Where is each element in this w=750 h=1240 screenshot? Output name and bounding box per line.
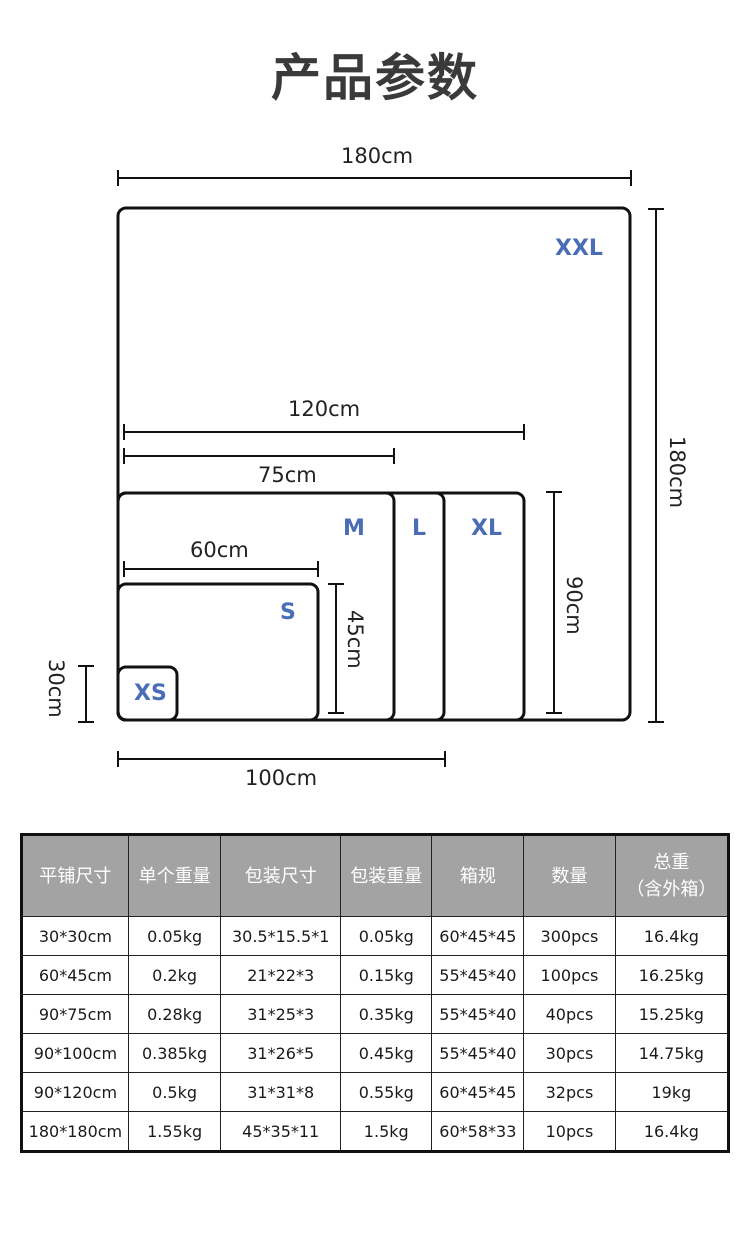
- cell-unit-weight: 0.385kg: [127, 1033, 222, 1073]
- size-label-l: L: [412, 516, 427, 541]
- width-180-label: 180cm: [341, 144, 414, 168]
- size-outline-graphic: [78, 170, 664, 767]
- cell-carton-size: 60*45*45: [431, 916, 525, 956]
- size-label-xl: XL: [471, 516, 502, 541]
- header-gross-weight-line1: 总重: [653, 852, 690, 873]
- cell-gross-weight: 14.75kg: [614, 1033, 730, 1073]
- header-gross-weight-line2: （含外箱）: [626, 879, 717, 900]
- cell-package-weight: 0.35kg: [340, 994, 433, 1034]
- width-100-label: 100cm: [245, 766, 318, 790]
- cell-package-size: 21*22*3: [220, 955, 342, 995]
- height-180-label: 180cm: [665, 436, 689, 509]
- width-120-label: 120cm: [288, 397, 361, 421]
- cell-unit-weight: 0.28kg: [127, 994, 222, 1034]
- header-flat-size: 平铺尺寸: [21, 834, 129, 917]
- size-label-s: S: [280, 600, 296, 625]
- cell-unit-weight: 0.2kg: [127, 955, 222, 995]
- cell-flat-size: 90*100cm: [21, 1033, 129, 1073]
- cell-flat-size: 90*120cm: [21, 1072, 129, 1112]
- cell-flat-size: 90*75cm: [21, 994, 129, 1034]
- cell-carton-size: 60*45*45: [431, 1072, 525, 1112]
- table-row: 90*120cm 0.5kg 31*31*8 0.55kg 60*45*45 3…: [21, 1072, 730, 1112]
- cell-carton-size: 55*45*40: [431, 994, 525, 1034]
- width-60-label: 60cm: [190, 538, 249, 562]
- table-row: 60*45cm 0.2kg 21*22*3 0.15kg 55*45*40 10…: [21, 955, 730, 995]
- cell-package-size: 31*25*3: [220, 994, 342, 1034]
- cell-package-size: 45*35*11: [220, 1111, 342, 1152]
- s-outline: [116, 582, 320, 722]
- cell-carton-size: 55*45*40: [431, 955, 525, 995]
- cell-carton-size: 60*58*33: [431, 1111, 525, 1152]
- table-row: 180*180cm 1.55kg 45*35*11 1.5kg 60*58*33…: [21, 1111, 730, 1152]
- table-row: 90*75cm 0.28kg 31*25*3 0.35kg 55*45*40 4…: [21, 994, 730, 1034]
- cell-quantity: 32pcs: [523, 1072, 616, 1112]
- cell-package-weight: 0.55kg: [340, 1072, 433, 1112]
- cell-gross-weight: 19kg: [614, 1072, 730, 1112]
- size-label-xxl: XXL: [555, 236, 603, 261]
- width-75-label: 75cm: [258, 463, 317, 487]
- xs-outline: [116, 665, 179, 722]
- height-45-label: 45cm: [343, 610, 367, 669]
- cell-gross-weight: 16.25kg: [614, 955, 730, 995]
- header-quantity: 数量: [523, 834, 616, 917]
- cell-package-weight: 1.5kg: [340, 1111, 433, 1152]
- cell-flat-size: 60*45cm: [21, 955, 129, 995]
- cell-gross-weight: 16.4kg: [614, 916, 730, 956]
- size-label-xs: XS: [134, 681, 167, 706]
- header-package-size: 包装尺寸: [220, 834, 342, 917]
- cell-package-weight: 0.15kg: [340, 955, 433, 995]
- table-row: 30*30cm 0.05kg 30.5*15.5*1 0.05kg 60*45*…: [21, 916, 730, 956]
- table-row: 90*100cm 0.385kg 31*26*5 0.45kg 55*45*40…: [21, 1033, 730, 1073]
- xl-outline: [116, 491, 526, 722]
- header-carton-size: 箱规: [431, 834, 525, 917]
- cell-unit-weight: 0.5kg: [127, 1072, 222, 1112]
- cell-flat-size: 180*180cm: [21, 1111, 129, 1152]
- cell-package-weight: 0.45kg: [340, 1033, 433, 1073]
- height-30-label: 30cm: [44, 659, 68, 718]
- table-header-row: 平铺尺寸 单个重量 包装尺寸 包装重量 箱规 数量 总重 （含外箱）: [21, 834, 730, 917]
- header-package-weight: 包装重量: [340, 834, 433, 917]
- page-title: 产品参数: [271, 49, 479, 107]
- height-90-label: 90cm: [562, 576, 586, 635]
- header-unit-weight: 单个重量: [127, 834, 222, 917]
- spec-table: 平铺尺寸 单个重量 包装尺寸 包装重量 箱规 数量 总重 （含外箱） 30*30…: [20, 833, 730, 1153]
- cell-unit-weight: 0.05kg: [127, 916, 222, 956]
- cell-quantity: 300pcs: [523, 916, 616, 956]
- cell-package-size: 30.5*15.5*1: [220, 916, 342, 956]
- cell-carton-size: 55*45*40: [431, 1033, 525, 1073]
- cell-gross-weight: 16.4kg: [614, 1111, 730, 1152]
- cell-gross-weight: 15.25kg: [614, 994, 730, 1034]
- cell-unit-weight: 1.55kg: [127, 1111, 222, 1152]
- cell-quantity: 10pcs: [523, 1111, 616, 1152]
- size-diagram: 180cm 180cm 120cm 75cm 60cm 45cm 90cm 30…: [44, 144, 689, 790]
- cell-package-weight: 0.05kg: [340, 916, 433, 956]
- cell-quantity: 30pcs: [523, 1033, 616, 1073]
- cell-flat-size: 30*30cm: [21, 916, 129, 956]
- cell-quantity: 100pcs: [523, 955, 616, 995]
- cell-package-size: 31*26*5: [220, 1033, 342, 1073]
- header-gross-weight: 总重 （含外箱）: [614, 834, 730, 917]
- cell-quantity: 40pcs: [523, 994, 616, 1034]
- cell-package-size: 31*31*8: [220, 1072, 342, 1112]
- size-label-m: M: [343, 516, 365, 541]
